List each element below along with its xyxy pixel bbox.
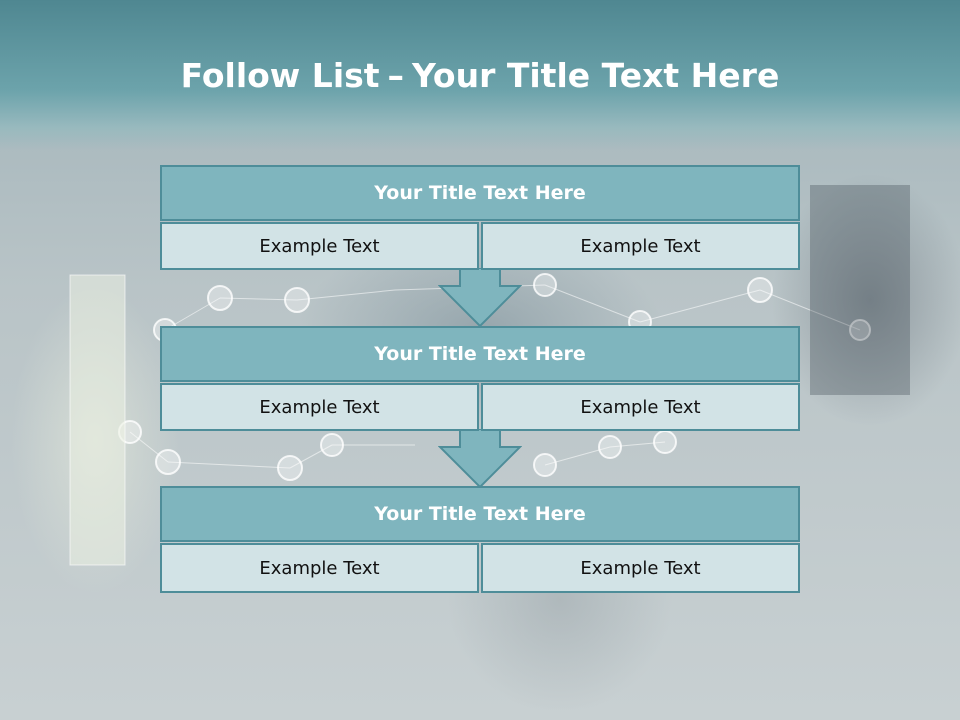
block-cell-right: Example Text — [481, 543, 800, 593]
block-title: Your Title Text Here — [160, 165, 800, 221]
list-block-2: Your Title Text Here Example Text Exampl… — [160, 326, 800, 431]
block-title: Your Title Text Here — [160, 326, 800, 382]
down-arrow-1 — [438, 268, 522, 328]
title-rest-part: Your Title Text Here — [412, 56, 780, 95]
block-cell-left: Example Text — [160, 383, 479, 431]
list-block-1: Your Title Text Here Example Text Exampl… — [160, 165, 800, 270]
block-title: Your Title Text Here — [160, 486, 800, 542]
block-row: Example Text Example Text — [160, 383, 800, 431]
header-band — [0, 0, 960, 150]
title-bold-part: Follow List — [180, 56, 380, 95]
block-cell-left: Example Text — [160, 222, 479, 270]
slide-title: Follow List–Your Title Text Here — [0, 54, 960, 98]
block-row: Example Text Example Text — [160, 222, 800, 270]
title-separator: – — [387, 56, 405, 95]
block-cell-right: Example Text — [481, 383, 800, 431]
block-cell-left: Example Text — [160, 543, 479, 593]
block-cell-right: Example Text — [481, 222, 800, 270]
list-block-3: Your Title Text Here Example Text Exampl… — [160, 486, 800, 593]
block-row: Example Text Example Text — [160, 543, 800, 593]
down-arrow-2 — [438, 429, 522, 489]
